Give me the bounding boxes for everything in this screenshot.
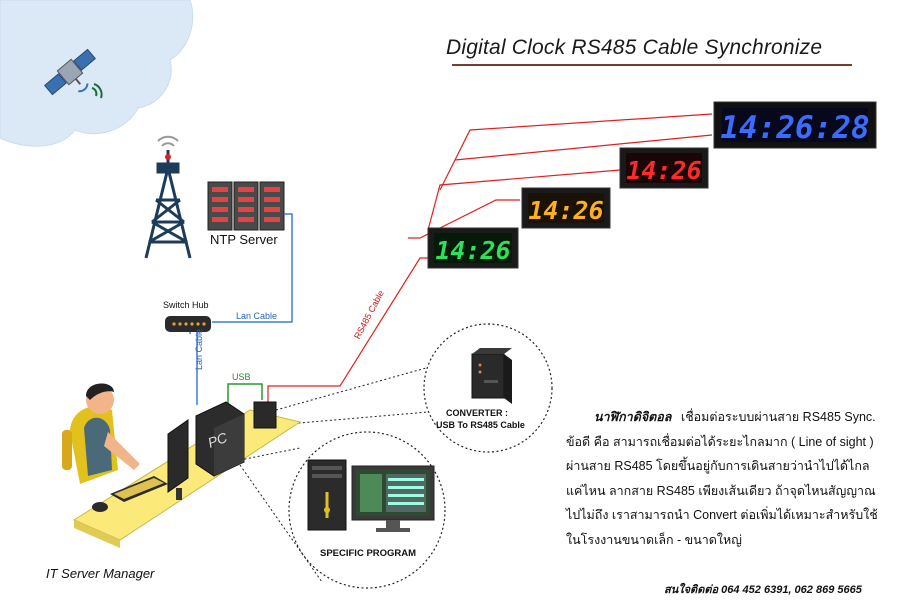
clock-time-2: 14:26: [626, 156, 701, 185]
pc-tower-icon: PC: [195, 401, 245, 477]
clock-time-4: 14:26: [435, 236, 510, 265]
mouse-icon: [92, 502, 108, 512]
description-block: นาฬิกาดิจิตอล เชื่อมต่อระบบผ่านสาย RS485…: [566, 405, 886, 552]
satellite-icon: [43, 48, 97, 96]
desk-edge: [74, 520, 120, 548]
lan-cable-label-2: Lan Cable: [194, 328, 204, 370]
signal-waves-icon: [91, 83, 103, 99]
converter-label-line2: USB To RS485 Cable: [436, 420, 525, 430]
description-lead: นาฬิกาดิจิตอล: [594, 410, 672, 424]
converter-label-line1: CONVERTER :: [446, 408, 509, 418]
tower-signal-icon: [157, 135, 179, 147]
page-title: Digital Clock RS485 Cable Synchronize: [446, 36, 823, 59]
rs485-cable-lines: [267, 113, 713, 402]
clock-display-2: 14:26: [619, 147, 709, 189]
switch-hub-label: Switch Hub: [163, 300, 209, 310]
specific-program-label: SPECIFIC PROGRAM: [320, 548, 417, 559]
it-manager-label: IT Server Manager: [46, 566, 155, 581]
description-line-2: ข้อดี คือ สามารถเชื่อมต่อได้ระยะไกลมาก (…: [566, 434, 874, 449]
clock-display-4: 14:26: [427, 227, 519, 269]
monitor-icon: [167, 419, 189, 500]
description-line-6: ในโรงงานขนาดเล็ก - ขนาดใหญ่: [566, 532, 742, 547]
callout-leader-lines: [239, 367, 429, 583]
clock-time-3: 14:26: [528, 196, 603, 225]
clock-time-1: 14:26:28: [720, 110, 869, 146]
contact-info: สนใจติดต่อ 064 452 6391, 062 869 5665: [664, 584, 862, 596]
ntp-server-icon: [207, 181, 285, 231]
server-tower-icon: [307, 459, 347, 531]
clock-display-1: 14:26:28: [713, 101, 877, 149]
lan-cable-label-1: Lan Cable: [236, 311, 278, 321]
description-line-4: แค่ไหน ลากสาย RS485 เพียงเส้นเดียว ถ้าจุ…: [566, 483, 876, 498]
description-line-5: ไปไม่ถึง เราสามารถนำ Convert ต่อเพิ่มได้…: [566, 508, 878, 522]
keyboard-icon: [110, 476, 168, 502]
cloud-shape: [0, 0, 194, 147]
person-icon: [62, 383, 140, 484]
description-line-1: นาฬิกาดิจิตอล เชื่อมต่อระบบผ่านสาย RS485…: [566, 405, 886, 430]
tower-beacon-icon: [165, 154, 171, 160]
svg-text:PC: PC: [206, 429, 231, 451]
monitor-program-icon: [351, 465, 435, 532]
description-line-3: ผ่านสาย RS485 โดยขึ้นอยู่กับการเดินสายว่…: [566, 459, 870, 473]
converter-on-desk-icon: [253, 401, 277, 429]
converter-device-icon: [471, 348, 512, 404]
description-line-1-text: เชื่อมต่อระบบผ่านสาย RS485 Sync.: [680, 410, 876, 424]
clock-display-3: 14:26: [521, 187, 611, 229]
ntp-server-label: NTP Server: [210, 232, 278, 247]
switch-hub-icon: [165, 316, 211, 332]
usb-label: USB: [232, 372, 251, 382]
title-underline: [452, 64, 852, 66]
antenna-tower-icon: [144, 150, 192, 259]
usb-cable-line: [227, 383, 263, 406]
